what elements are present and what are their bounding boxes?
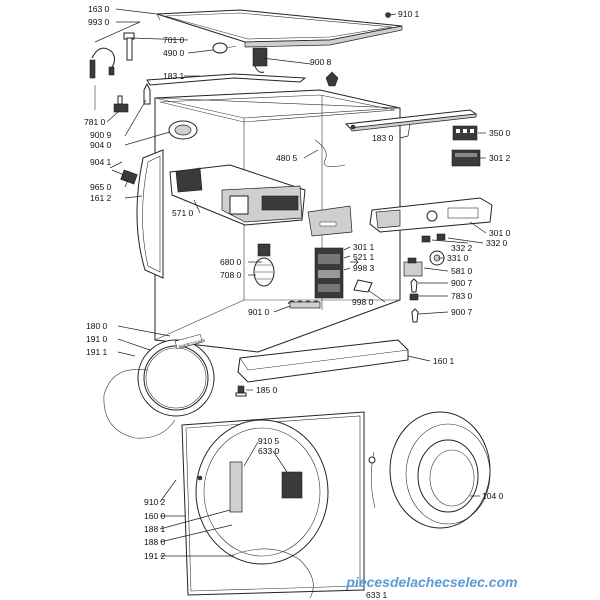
card-998 xyxy=(350,258,373,293)
callout-301-2: 301 2 xyxy=(489,153,511,163)
door-ring-191-0 xyxy=(137,334,215,417)
callout-180-0: 180 0 xyxy=(86,321,108,331)
bracket-900-8 xyxy=(252,47,339,87)
callout-900-9: 900 9 xyxy=(90,130,112,140)
callout-183-0: 183 0 xyxy=(372,133,394,143)
hinge-781 xyxy=(113,95,129,113)
callout-183-1: 183 1 xyxy=(163,71,185,81)
callout-332-0: 332 0 xyxy=(486,238,508,248)
callout-900-7-a: 900 7 xyxy=(451,278,473,288)
front-panel-160-0 xyxy=(181,411,365,596)
callout-680-0: 680 0 xyxy=(220,257,242,267)
callout-332-2: 332 2 xyxy=(451,243,473,253)
callout-633-0-a: 633 0 xyxy=(258,446,280,456)
callout-901-0: 901 0 xyxy=(248,307,270,317)
kickplate-160-1 xyxy=(237,339,409,383)
rail-183-1 xyxy=(146,73,307,86)
callout-191-0: 191 0 xyxy=(86,334,108,344)
callout-904-1: 904 1 xyxy=(90,157,112,167)
buttons-332 xyxy=(421,233,446,243)
callout-163-0: 163 0 xyxy=(88,4,110,14)
wire-480-5 xyxy=(314,139,346,167)
side-panel-161-2 xyxy=(136,149,164,279)
inlet-904 xyxy=(168,120,198,140)
callout-998-0: 998 0 xyxy=(352,297,374,307)
callout-188-0: 188 0 xyxy=(144,537,166,547)
pump-680 xyxy=(253,243,275,287)
callout-571-0: 571 0 xyxy=(172,208,194,218)
callout-160-0: 160 0 xyxy=(144,511,166,521)
callout-331-0: 331 0 xyxy=(447,253,469,263)
callout-350-0: 350 0 xyxy=(489,128,511,138)
callout-185-0: 185 0 xyxy=(256,385,278,395)
callout-191-1: 191 1 xyxy=(86,347,108,357)
callout-910-2: 910 2 xyxy=(144,497,166,507)
door-104 xyxy=(368,411,491,529)
callout-191-2: 191 2 xyxy=(144,551,166,561)
module-350 xyxy=(452,125,478,141)
callout-104-0: 104 0 xyxy=(482,491,504,501)
callout-301-1: 301 1 xyxy=(353,242,375,252)
callout-701-0: 701 0 xyxy=(163,35,185,45)
module-521 xyxy=(314,247,344,299)
screw-900-9 xyxy=(143,82,151,105)
pressure-switch-490 xyxy=(212,42,237,54)
door-ring-seal-text: ENERGYSAVE xyxy=(178,337,206,349)
callout-910-5: 910 5 xyxy=(258,436,280,446)
callout-188-1: 188 1 xyxy=(144,524,166,534)
callout-581-0: 581 0 xyxy=(451,266,473,276)
callout-161-2: 161 2 xyxy=(90,193,112,203)
callout-965-0: 965 0 xyxy=(90,182,112,192)
callout-998-3: 998 3 xyxy=(353,263,375,273)
seal-191-2 xyxy=(229,548,314,599)
callout-521-1: 521 1 xyxy=(353,252,375,262)
top-lid xyxy=(156,9,403,48)
callout-900-7-b: 900 7 xyxy=(451,307,473,317)
foot-185 xyxy=(235,385,247,397)
clips-901 xyxy=(287,300,321,309)
screws-900-7 xyxy=(409,278,419,323)
bracket-701 xyxy=(123,32,135,61)
callout-490-0: 490 0 xyxy=(163,48,185,58)
callout-910-1-top: 910 1 xyxy=(398,9,420,19)
callout-781-0: 781 0 xyxy=(84,117,106,127)
callout-160-1: 160 1 xyxy=(433,356,455,366)
callout-labels: 163 0 993 0 701 0 490 0 910 1 900 8 183 … xyxy=(84,4,511,600)
valve-965 xyxy=(111,169,138,185)
callout-904-0-a: 904 0 xyxy=(90,140,112,150)
drawer-front-301-1 xyxy=(307,205,353,237)
dispenser-571 xyxy=(169,164,306,226)
callout-480-5: 480 5 xyxy=(276,153,298,163)
control-panel-301-0 xyxy=(369,197,493,233)
leader-lines xyxy=(94,8,487,557)
hose-993 xyxy=(89,47,116,110)
callout-708-0: 708 0 xyxy=(220,270,242,280)
callout-633-1: 633 1 xyxy=(366,590,388,600)
module-301-2 xyxy=(451,149,481,167)
door-glass-191-1 xyxy=(103,368,176,439)
watermark: piecesdelachecselec.com xyxy=(345,574,517,590)
callout-301-0: 301 0 xyxy=(489,228,511,238)
callout-783-0: 783 0 xyxy=(451,291,473,301)
callout-993-0: 993 0 xyxy=(88,17,110,27)
timer-581 xyxy=(403,257,423,277)
callout-900-8: 900 8 xyxy=(310,57,332,67)
rail-183-0 xyxy=(344,109,478,132)
screw-910-1 xyxy=(385,12,397,18)
